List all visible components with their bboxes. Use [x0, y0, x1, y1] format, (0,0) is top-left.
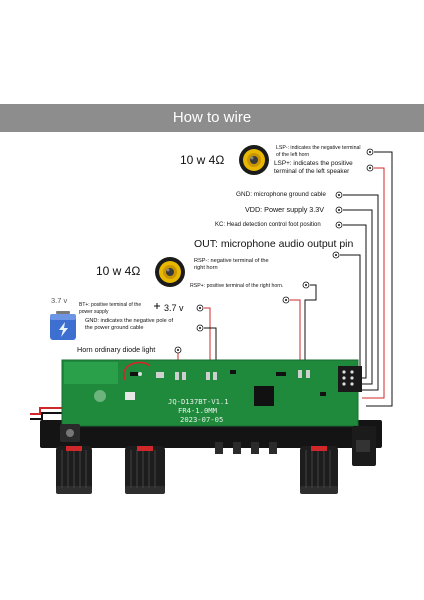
mounting-plate — [40, 420, 382, 448]
wire-vdd — [343, 209, 373, 385]
speaker-power-label: 10 w 4Ω — [180, 153, 225, 167]
knob-left — [56, 446, 92, 494]
label-vdd: VDD: Power supply 3.3V — [245, 205, 325, 214]
label-rsp-plus: RSP+: positive terminal of the right hor… — [190, 283, 284, 289]
plate-buttons — [215, 442, 277, 454]
wire-out-mic — [340, 254, 361, 373]
battery-voltage: 3.7 v — [51, 296, 68, 305]
speaker-power-label: 10 w 4Ω — [96, 264, 141, 278]
pcb-silk-material: FR4-1.0MM — [178, 406, 217, 415]
plus-sign — [154, 303, 160, 309]
wire-lsp-plus — [362, 167, 385, 399]
speaker-icon — [239, 145, 269, 175]
wire-rsp-minus — [304, 284, 317, 372]
label-out-mic: OUT: microphone audio output pin — [194, 238, 354, 250]
wire-gnd-power — [204, 327, 217, 372]
label-kc: KC: Head detection control foot position — [215, 222, 321, 228]
battery-icon — [50, 311, 76, 340]
banner-title: How to wire — [172, 109, 252, 126]
wire-lsp-minus — [366, 151, 393, 407]
title-banner: How to wire — [0, 104, 424, 132]
pcb-silk-date: 2023-07-05 — [180, 415, 224, 424]
knob-middle — [125, 446, 165, 494]
wire-gnd-mic — [343, 194, 379, 391]
label-gnd-mic: GND: microphone ground cable — [236, 191, 326, 198]
wire-rsp-plus — [290, 299, 301, 372]
wire-bt-plus — [204, 307, 211, 372]
pcb-board — [61, 359, 362, 427]
speaker-icon — [155, 257, 185, 287]
knob-right — [300, 446, 338, 494]
pcb-silk-model: JQ-D137BT-V1.1 — [168, 397, 229, 406]
label-horn-diode: Horn ordinary diode light — [77, 345, 156, 354]
supply-voltage: 3.7 v — [164, 303, 184, 313]
